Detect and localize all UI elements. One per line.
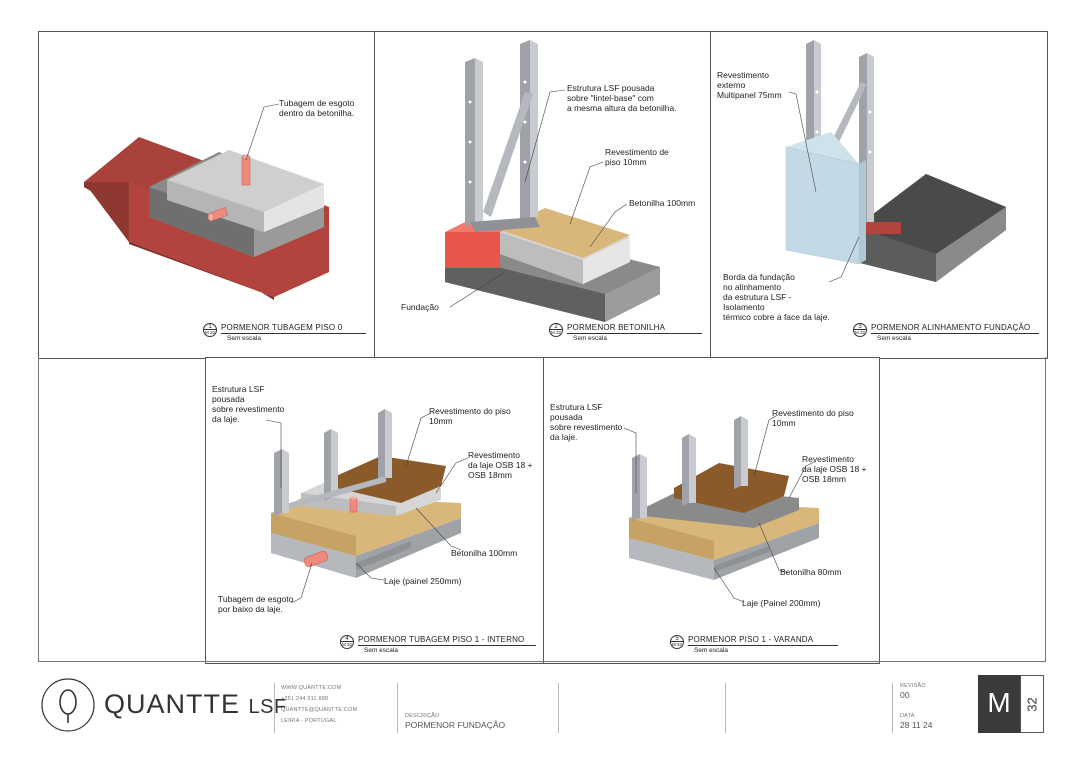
detail-4-label-osb: Revestimento da laje OSB 18 + OSB 18mm <box>468 450 533 480</box>
detail-5-drawing <box>623 415 819 603</box>
divider-4 <box>725 683 726 733</box>
logo-suffix: LSF <box>248 696 287 718</box>
logo-wordmark: QUANTTE <box>104 689 241 719</box>
sheet-letter: M <box>987 687 1011 718</box>
detail-1-scale: Sem escala <box>227 335 261 342</box>
logo-q-icon <box>41 678 95 732</box>
detail-panel-3: Revestimento externo Multipanel 75mm Bor… <box>710 31 1048 359</box>
date-value: 28 11 24 <box>900 720 933 730</box>
logo-text: QUANTTE LSF <box>104 689 287 720</box>
detail-4-drawing <box>265 409 469 604</box>
detail-5-scale: Sem escala <box>694 647 728 654</box>
divider-1 <box>274 683 275 733</box>
detail-3-drawing <box>785 40 1006 283</box>
description-label: DESCRIÇÃO <box>405 713 440 719</box>
date-label: DATA <box>900 713 915 719</box>
detail-3-label-cladding: Revestimento externo Multipanel 75mm <box>717 70 782 100</box>
divider-2 <box>397 683 398 733</box>
detail-3-number-badge: 3 M 32 <box>853 323 867 337</box>
detail-2-title: PORMENOR BETONILHA <box>567 323 702 334</box>
detail-5-label-structure: Estrutura LSF pousada sobre revestimento… <box>550 402 623 442</box>
detail-2-scale: Sem escala <box>573 335 607 342</box>
detail-4-label-screed: Betonilha 100mm <box>451 548 518 558</box>
detail-4-sheet-ref: M 32 <box>341 641 353 647</box>
description-value: PORMENOR FUNDAÇÃO <box>405 720 506 730</box>
detail-5-title: PORMENOR PISO 1 - VARANDA <box>688 635 838 646</box>
detail-4-label-structure: Estrutura LSF pousada sobre revestimento… <box>212 384 285 424</box>
detail-3-scale: Sem escala <box>877 335 911 342</box>
detail-2-label-screed: Betonilha 100mm <box>629 198 696 208</box>
detail-3-sheet-ref: M 32 <box>854 329 866 335</box>
detail-5-number-badge: 5 M 32 <box>670 635 684 649</box>
detail-1-number-badge: 1 M 32 <box>203 323 217 337</box>
detail-5-number: 5 <box>675 636 679 642</box>
contact-phone: +351 244 011 888 <box>281 696 329 702</box>
sheet-letter-box <box>978 675 1020 733</box>
detail-panel-5: Estrutura LSF pousada sobre revestimento… <box>543 357 880 664</box>
detail-1-label-pipe: Tubagem de esgoto dentro da betonilha. <box>279 98 355 118</box>
title-block: QUANTTE LSF WWW.QUANTTE.COM +351 244 011… <box>38 675 1046 735</box>
detail-4-label-floor-finish: Revestimento do piso 10mm <box>429 406 511 426</box>
detail-2-number-badge: 2 M 32 <box>549 323 563 337</box>
detail-4-number: 4 <box>345 636 349 642</box>
detail-panel-1: Tubagem de esgoto dentro da betonilha. 1… <box>38 31 376 359</box>
detail-2-sheet-ref: M 32 <box>550 329 562 335</box>
revision-label: REVISÃO <box>900 683 926 689</box>
detail-4-label-slab: Laje (painel 250mm) <box>384 576 462 586</box>
detail-4-label-pipe: Tubagem de esgoto por baixo da laje. <box>218 594 294 614</box>
detail-5-label-osb: Revestimento da laje OSB 18 + OSB 18mm <box>802 454 867 484</box>
detail-1-sheet-ref: M 32 <box>204 329 216 335</box>
divider-5 <box>892 683 893 733</box>
divider-3 <box>558 683 559 733</box>
detail-2-drawing <box>445 40 660 322</box>
detail-1-drawing <box>84 103 329 300</box>
contact-email: QUANTTE@QUANTTE.COM <box>281 707 358 713</box>
contact-website: WWW.QUANTTE.COM <box>281 685 342 691</box>
detail-2-label-structure: Estrutura LSF pousada sobre "lintel-base… <box>567 83 677 113</box>
detail-5-label-floor-finish: Revestimento do piso 10mm <box>772 408 854 428</box>
contact-location: LEIRIA - PORTUGAL <box>281 718 337 724</box>
detail-2-label-foundation: Fundação <box>401 302 439 312</box>
detail-4-title: PORMENOR TUBAGEM PISO 1 - INTERNO <box>358 635 536 646</box>
detail-3-label-foundation-edge: Borda da fundação no alinhamento da estr… <box>723 272 830 322</box>
detail-panel-2: Estrutura LSF pousada sobre "lintel-base… <box>374 31 712 359</box>
detail-4-number-badge: 4 M 32 <box>340 635 354 649</box>
revision-value: 00 <box>900 690 910 700</box>
detail-panel-4: Estrutura LSF pousada sobre revestimento… <box>205 357 545 664</box>
sheet-number-box <box>1020 675 1044 733</box>
detail-2-number: 2 <box>554 324 558 330</box>
detail-3-title: PORMENOR ALINHAMENTO FUNDAÇÃO <box>871 323 1039 334</box>
detail-3-number: 3 <box>858 324 862 330</box>
sheet-number: 32 <box>1024 697 1040 712</box>
detail-1-number: 1 <box>208 324 212 330</box>
detail-1-title: PORMENOR TUBAGEM PISO 0 <box>221 323 366 334</box>
detail-5-sheet-ref: M 32 <box>671 641 683 647</box>
detail-2-label-floor-finish: Revestimento de piso 10mm <box>605 147 669 167</box>
detail-4-scale: Sem escala <box>364 647 398 654</box>
detail-5-label-slab: Laje (Painel 200mm) <box>742 598 821 608</box>
detail-5-label-screed: Betonilha 80mm <box>780 567 842 577</box>
